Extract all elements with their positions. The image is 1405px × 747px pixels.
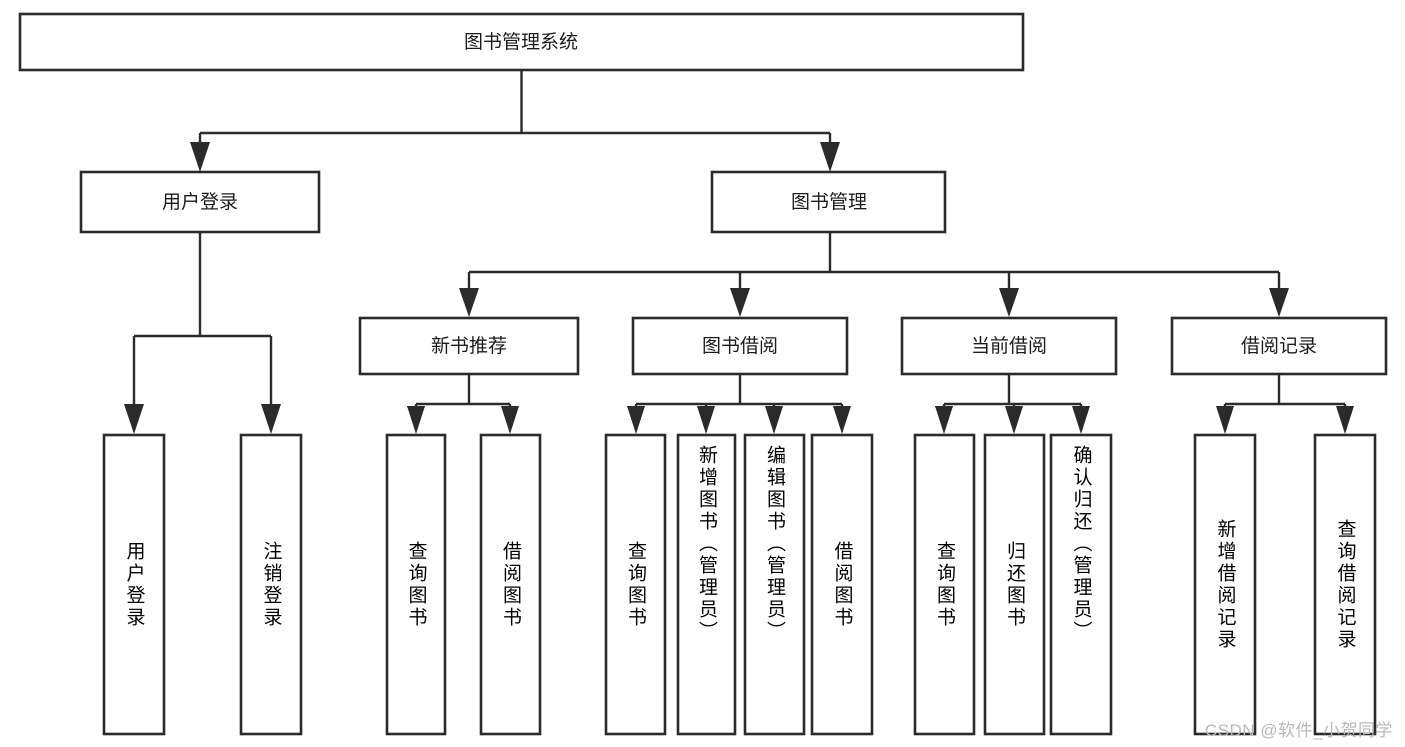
- leaf-add-record-label-wrap: 新增借阅记录: [1214, 518, 1236, 651]
- node-new-book-recommend-label: 新书推荐: [431, 335, 507, 357]
- connector-layer: [124, 70, 1354, 434]
- node-book-borrow-box[interactable]: [631, 316, 849, 376]
- arrowhead-leaf-query-record: [1336, 406, 1354, 434]
- node-new-book-recommend-box[interactable]: [358, 316, 580, 376]
- leaf-query-book-2-box[interactable]: [604, 433, 667, 736]
- arrowhead-leaf-return-book: [1005, 406, 1023, 434]
- leaf-add-book-label-wrap: 新增图书（管理员）: [696, 445, 717, 643]
- leaf-query-book-3-label-wrap: 查询图书: [934, 540, 955, 629]
- arrowhead-leaf-query-book-1: [407, 406, 425, 434]
- leaf-query-book-2-label-wrap: 查询图书: [625, 540, 646, 629]
- leaf-borrow-book-1-box[interactable]: [479, 433, 542, 736]
- node-book-manage-box[interactable]: [710, 170, 947, 234]
- arrowhead-book-borrow: [730, 288, 750, 317]
- leaf-query-book-1-box[interactable]: [385, 433, 447, 736]
- leaf-borrow-book-1-label-wrap: 借阅图书: [500, 540, 521, 629]
- node-user-login-box[interactable]: [79, 170, 321, 234]
- node-new-book-recommend[interactable]: 新书推荐: [358, 316, 580, 376]
- leaf-borrow-book-2-label: 借阅图书: [831, 540, 853, 629]
- leaf-query-record-box[interactable]: [1313, 433, 1377, 736]
- leaf-return-book-label-wrap: 归还图书: [1004, 540, 1025, 629]
- arrowhead-leaf-confirm-return: [1072, 406, 1090, 434]
- node-book-borrow-label: 图书借阅: [702, 335, 778, 357]
- arrowhead-leaf-logout: [261, 404, 281, 434]
- leaf-logout-label-wrap: 注销登录: [260, 540, 282, 629]
- leaf-add-book-label: 新增图书（管理员）: [696, 445, 717, 643]
- node-borrow-record-box[interactable]: [1170, 316, 1388, 376]
- node-root-label: 图书管理系统: [464, 31, 578, 53]
- leaf-edit-book-label-wrap: 编辑图书（管理员）: [764, 445, 785, 643]
- node-borrow-record-label: 借阅记录: [1241, 335, 1317, 357]
- leaf-logout-box[interactable]: [239, 433, 303, 736]
- leaf-node-layer: [102, 433, 1377, 736]
- arrowhead-leaf-borrow-book-1: [501, 406, 519, 434]
- node-book-borrow[interactable]: 图书借阅: [631, 316, 849, 376]
- leaf-borrow-book-2-box[interactable]: [810, 433, 874, 736]
- node-current-borrow-label: 当前借阅: [971, 335, 1047, 357]
- leaf-return-book-label: 归还图书: [1004, 540, 1025, 629]
- leaf-query-book-2-label: 查询图书: [625, 540, 646, 629]
- arrowhead-leaf-add-record: [1216, 406, 1234, 434]
- leaf-query-book-1-label-wrap: 查询图书: [405, 540, 427, 629]
- arrowhead-user-login: [190, 142, 210, 172]
- leaf-add-record-box[interactable]: [1193, 433, 1257, 736]
- leaf-borrow-book-1-label: 借阅图书: [500, 540, 521, 629]
- node-root[interactable]: 图书管理系统: [18, 12, 1025, 72]
- node-book-manage-label: 图书管理: [791, 191, 867, 213]
- leaf-query-book-1-label: 查询图书: [405, 540, 427, 629]
- leaf-query-record-label: 查询借阅记录: [1334, 518, 1356, 651]
- leaf-add-book-box[interactable]: [676, 433, 737, 736]
- leaf-user-login-box[interactable]: [102, 433, 166, 736]
- leaf-user-login-label: 用户登录: [123, 540, 145, 629]
- arrowhead-leaf-query-book-3: [935, 406, 953, 434]
- leaf-logout-label: 注销登录: [260, 540, 282, 629]
- leaf-edit-book-box[interactable]: [743, 433, 806, 736]
- node-user-login-label: 用户登录: [162, 191, 238, 213]
- node-root-box[interactable]: [18, 12, 1025, 72]
- arrowhead-borrow-record: [1269, 288, 1289, 317]
- leaf-return-book-box[interactable]: [983, 433, 1046, 736]
- leaf-confirm-return-label-wrap: 确认归还（管理员）: [1070, 445, 1092, 643]
- node-current-borrow[interactable]: 当前借阅: [900, 316, 1118, 376]
- leaf-confirm-return-label: 确认归还（管理员）: [1070, 445, 1092, 643]
- leaf-borrow-book-2-label-wrap: 借阅图书: [831, 540, 853, 629]
- leaf-query-record-label-wrap: 查询借阅记录: [1334, 518, 1356, 651]
- arrowhead-leaf-user-login: [124, 404, 144, 434]
- arrowhead-leaf-add-book: [697, 406, 715, 434]
- leaf-add-record-label: 新增借阅记录: [1214, 518, 1236, 651]
- leaf-edit-book-label: 编辑图书（管理员）: [764, 445, 785, 643]
- leaf-query-book-3-box[interactable]: [913, 433, 976, 736]
- leaf-user-login-label-wrap: 用户登录: [123, 540, 145, 629]
- node-book-manage[interactable]: 图书管理: [710, 170, 947, 234]
- arrowhead-new-book-recommend: [459, 288, 479, 317]
- arrowhead-leaf-query-book-2: [627, 406, 645, 434]
- node-borrow-record[interactable]: 借阅记录: [1170, 316, 1388, 376]
- leaf-query-book-3-label: 查询图书: [934, 540, 955, 629]
- arrowhead-leaf-edit-book: [765, 406, 783, 434]
- arrowhead-leaf-borrow-book-2: [833, 406, 851, 434]
- leaf-confirm-return-box[interactable]: [1049, 433, 1113, 736]
- arrowhead-book-manage: [820, 142, 840, 172]
- node-current-borrow-box[interactable]: [900, 316, 1118, 376]
- node-user-login[interactable]: 用户登录: [79, 170, 321, 234]
- arrowhead-current-borrow: [999, 288, 1019, 317]
